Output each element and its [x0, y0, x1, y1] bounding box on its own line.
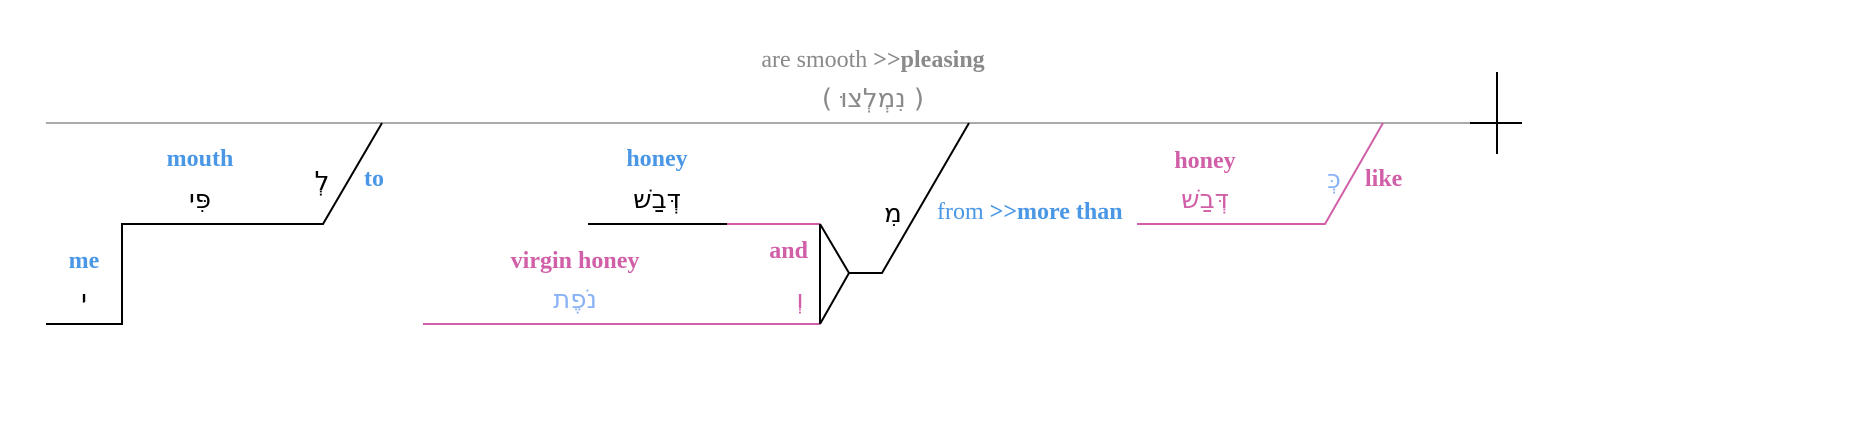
- mouth-english: mouth: [167, 146, 234, 172]
- virgin-honey-hebrew: נֹפֶת: [553, 285, 597, 315]
- verb-english: are smooth >>pleasing: [761, 47, 984, 73]
- like-honey-hebrew: דְּבַשׁ: [1181, 185, 1229, 215]
- subject-predicate-divider: [1470, 72, 1522, 154]
- verb-english-bold: >>pleasing: [873, 47, 984, 73]
- me-english: me: [69, 248, 100, 274]
- and-english: and: [769, 238, 808, 264]
- from-english: from >>more than: [937, 199, 1123, 225]
- like-honey-english: honey: [1174, 148, 1235, 174]
- virgin-honey-english: virgin honey: [511, 248, 640, 274]
- verb-hebrew: ( נִמְלְצוּ ): [822, 84, 924, 114]
- honey-hebrew: דְּבַשׁ: [633, 185, 681, 215]
- me-hebrew: י: [81, 285, 87, 315]
- from-phrase-line: [849, 122, 970, 274]
- from-english-bold: >>more than: [990, 199, 1123, 225]
- conjunction-fork: [819, 223, 851, 325]
- honey-english: honey: [626, 146, 687, 172]
- like-hebrew: כְּ: [1327, 165, 1341, 195]
- like-honey-line: [1137, 122, 1384, 225]
- and-hebrew: וְ: [796, 285, 803, 315]
- verb-english-plain: are smooth: [761, 47, 873, 73]
- to-hebrew: לְ: [315, 167, 330, 197]
- to-mouth-phrase-line: [46, 122, 383, 325]
- from-hebrew: מִ: [884, 199, 902, 229]
- like-english: like: [1365, 166, 1403, 192]
- mouth-hebrew: פִּי: [189, 185, 211, 215]
- to-english: to: [364, 166, 384, 192]
- from-english-plain: from: [937, 199, 990, 225]
